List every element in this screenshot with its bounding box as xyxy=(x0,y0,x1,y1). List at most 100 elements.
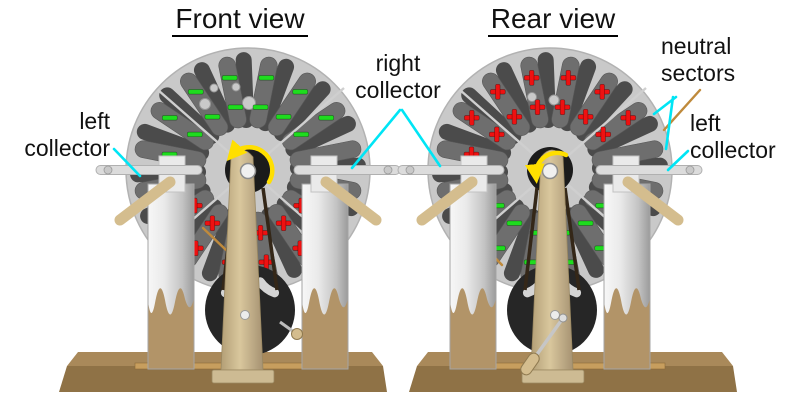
leader-line-left-collector-front xyxy=(112,147,142,178)
collector-bar-left xyxy=(397,165,505,175)
minus-charge-sign xyxy=(292,89,309,95)
brush-ball xyxy=(548,94,560,106)
metal-sector xyxy=(218,56,247,129)
rear-view-machine xyxy=(397,47,737,392)
leyden-jar-right xyxy=(603,183,651,370)
leader-line-right-collector-a xyxy=(350,108,402,170)
minus-charge-sign xyxy=(577,220,594,226)
collector-ball-left xyxy=(405,165,415,175)
collector-assemblies xyxy=(397,155,703,226)
metal-sector-rear xyxy=(260,207,303,278)
leader-line-neutral-sectors-b xyxy=(664,95,675,151)
metal-sector xyxy=(267,72,316,136)
metal-sector-rear xyxy=(587,115,658,158)
front-view-title: Front view xyxy=(140,3,340,37)
column-foot xyxy=(211,369,275,384)
collector-ball-right xyxy=(685,165,695,175)
discharge-handle-right xyxy=(622,176,684,226)
jar-metal-coating xyxy=(604,184,650,315)
support-column xyxy=(211,149,275,384)
metal-sector xyxy=(482,72,531,136)
metal-sector xyxy=(551,56,580,129)
minus-charge-sign xyxy=(161,115,178,121)
discharge-handle-left xyxy=(416,176,478,226)
minus-charge-sign xyxy=(227,104,244,110)
jar-metal-coating xyxy=(450,184,496,315)
jar-metal-coating xyxy=(148,184,194,315)
discharge-handle-left xyxy=(114,176,176,226)
front-view-machine xyxy=(59,47,401,392)
collector-ball-left xyxy=(103,165,113,175)
leader-line-right-collector-b xyxy=(400,108,442,168)
pulley-slot xyxy=(255,277,280,298)
axle-cap xyxy=(239,162,257,180)
metal-sector-rear xyxy=(495,62,538,133)
crank-rod xyxy=(279,320,295,334)
plus-charge-sign xyxy=(275,215,292,232)
leader-line-left-collector-rear xyxy=(666,149,690,172)
plus-charge-sign xyxy=(529,99,546,116)
crank-knob xyxy=(520,352,540,376)
column-bolt xyxy=(240,310,250,320)
metal-sector-rear xyxy=(575,81,633,142)
rotation-arrow xyxy=(226,139,275,185)
plus-charge-sign xyxy=(560,69,577,86)
metal-sector xyxy=(249,56,278,129)
brush-ball xyxy=(242,96,256,110)
minus-charge-sign xyxy=(275,114,292,120)
crank-rod xyxy=(531,316,565,362)
drive-belt xyxy=(261,187,279,291)
brush-ball xyxy=(231,82,241,92)
leyden-jar-left xyxy=(147,183,195,370)
axle-cap xyxy=(541,162,559,180)
discharge-handle-right xyxy=(320,176,382,226)
metal-sector xyxy=(150,102,214,151)
plus-charge-sign xyxy=(506,108,523,125)
crank-pivot xyxy=(558,313,568,323)
plus-charge-sign xyxy=(523,69,540,86)
minus-charge-sign xyxy=(318,115,335,121)
collector-bar-left xyxy=(95,165,203,175)
metal-sector-rear xyxy=(285,115,356,158)
plus-charge-sign xyxy=(620,109,637,126)
rotation-arrow xyxy=(524,150,569,184)
collector-ball-right xyxy=(383,165,393,175)
collector-bar-right xyxy=(595,165,703,175)
drive-belt xyxy=(563,187,581,291)
minus-charge-sign xyxy=(252,104,269,110)
plus-charge-sign xyxy=(595,126,612,143)
minus-charge-sign xyxy=(506,220,523,226)
plus-charge-sign xyxy=(577,108,594,125)
metal-sector-rear xyxy=(193,62,236,133)
metal-sector xyxy=(569,72,618,136)
plus-charge-sign xyxy=(488,126,505,143)
brush-ball xyxy=(209,83,219,93)
minus-charge-sign xyxy=(221,75,238,81)
metal-sector-rear xyxy=(273,81,331,142)
metal-sector xyxy=(452,102,516,151)
minus-charge-sign xyxy=(186,131,203,138)
drive-belt xyxy=(523,187,539,291)
minus-charge-sign xyxy=(293,131,310,138)
crank-handle xyxy=(279,320,303,340)
leyden-jar-left xyxy=(449,183,497,370)
brass-rod xyxy=(201,226,228,252)
column-foot xyxy=(521,369,585,384)
plus-charge-sign xyxy=(204,215,221,232)
metal-sector-rear xyxy=(562,207,605,278)
plus-charge-sign xyxy=(594,83,611,100)
column-bolt xyxy=(550,310,560,320)
metal-sector xyxy=(520,56,549,129)
rear-view-title: Rear view xyxy=(453,3,653,37)
minus-charge-sign xyxy=(258,75,275,81)
leyden-jar-right xyxy=(301,183,349,370)
brush-ball xyxy=(527,92,537,102)
label-left-collector-front: left collector xyxy=(24,108,110,161)
leader-lines xyxy=(112,95,690,178)
label-left-collector-rear: left collector xyxy=(690,110,776,163)
collector-assemblies xyxy=(95,155,401,226)
crank-knob xyxy=(291,328,303,340)
plus-charge-sign xyxy=(463,109,480,126)
